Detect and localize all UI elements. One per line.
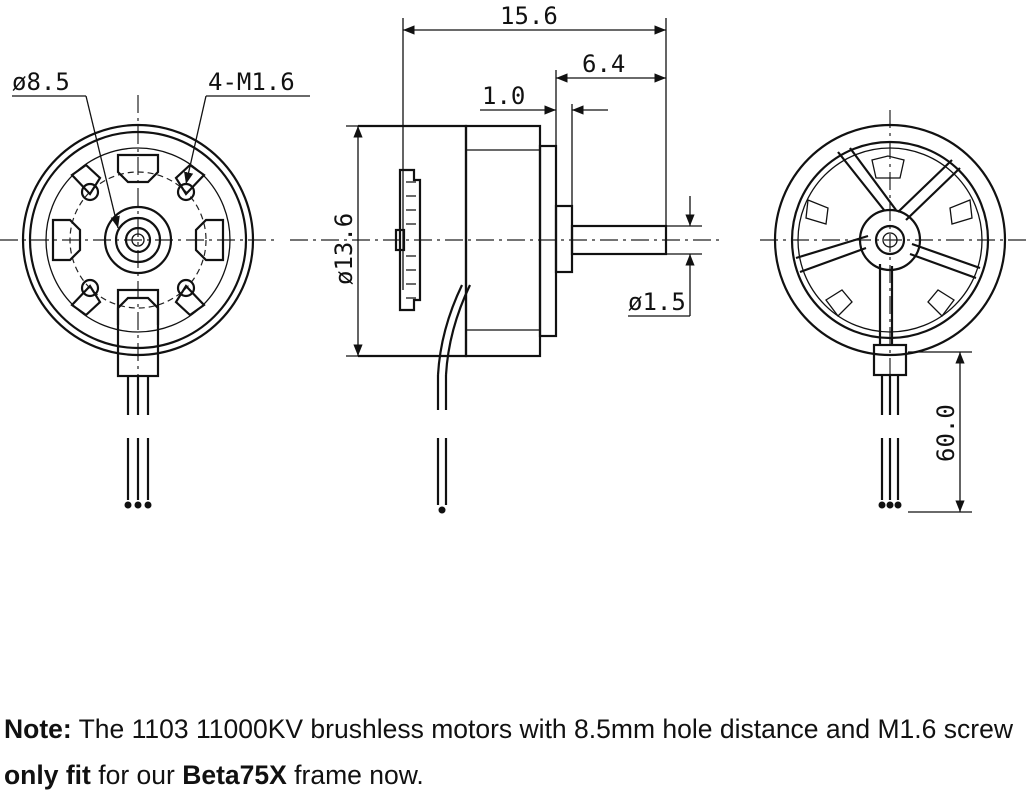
motor-dimension-drawing: ø8.5 4-M1.6 15.6 6.4 bbox=[0, 2, 1027, 514]
hole-distance-label: ø8.5 bbox=[12, 68, 70, 96]
top-view: 60.0 bbox=[760, 110, 1027, 513]
mount-hole-icon bbox=[80, 182, 196, 298]
shaft-length-label: 6.4 bbox=[582, 50, 625, 78]
note-emphasis-frame: Beta75X bbox=[182, 760, 287, 790]
body-diameter-label: ø13.6 bbox=[330, 213, 358, 285]
note-label: Note: bbox=[4, 714, 72, 744]
overall-length-label: 15.6 bbox=[500, 2, 558, 30]
side-view: 15.6 6.4 1.0 ø13.6 ø1.5 bbox=[290, 2, 720, 514]
note-text-1: The 1103 11000KV brushless motors with 8… bbox=[71, 714, 1013, 744]
shaft-diameter-label: ø1.5 bbox=[628, 288, 686, 316]
note-emphasis-only-fit: only fit bbox=[4, 760, 91, 790]
screw-spec-label: 4-M1.6 bbox=[208, 68, 295, 96]
bottom-view: ø8.5 4-M1.6 bbox=[0, 68, 310, 509]
compatibility-note: Note: The 1103 11000KV brushless motors … bbox=[4, 706, 1019, 798]
note-text-3: frame now. bbox=[286, 760, 424, 790]
flange-thickness-label: 1.0 bbox=[482, 82, 525, 110]
wire-length-label: 60.0 bbox=[932, 404, 960, 462]
note-text-2: for our bbox=[90, 760, 183, 790]
